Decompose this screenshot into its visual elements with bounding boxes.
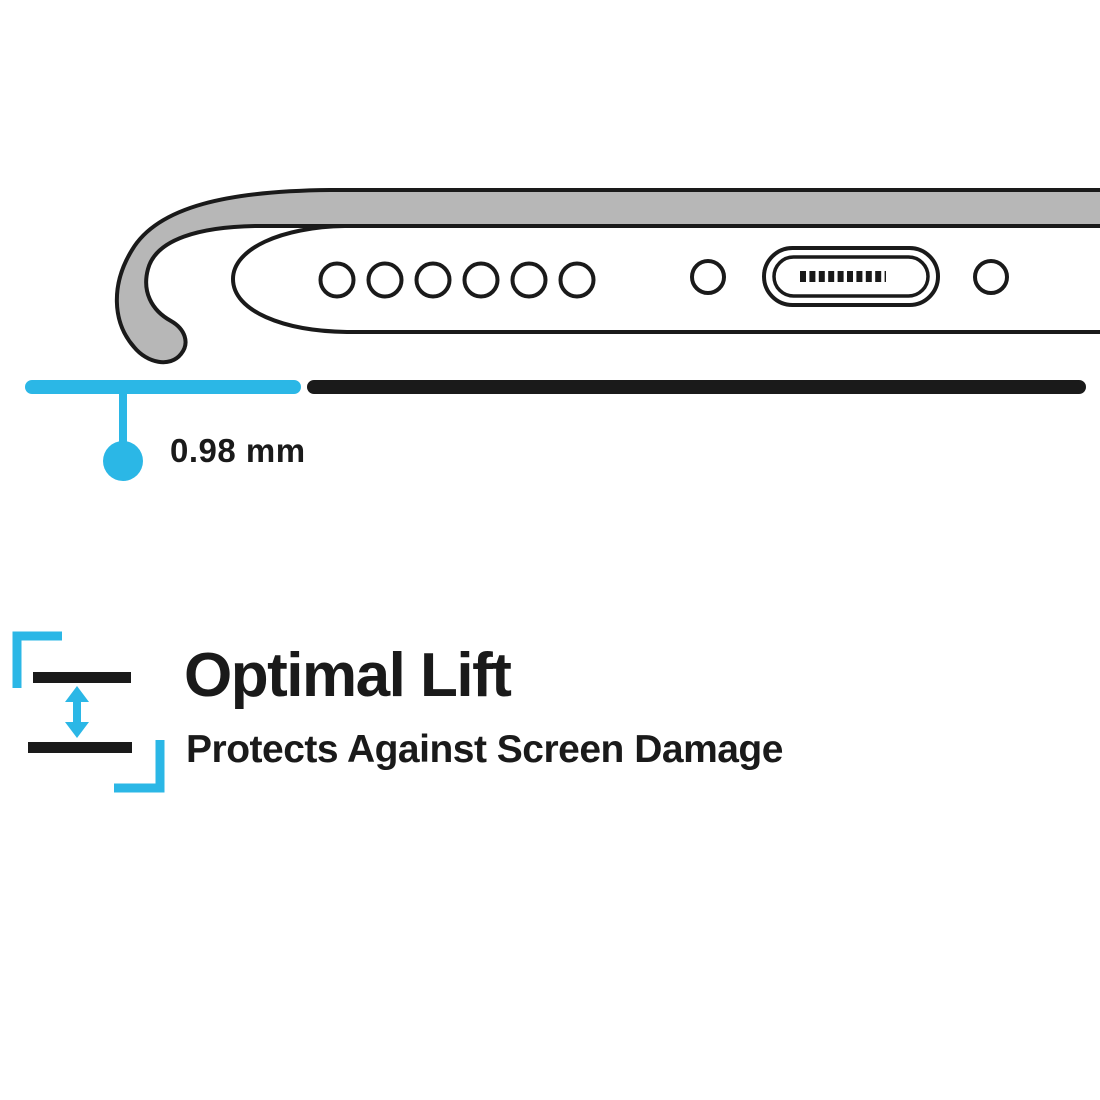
measurement-pointer-line [119, 393, 127, 445]
speaker-hole [462, 261, 500, 299]
speaker-hole [510, 261, 548, 299]
feature-subtitle: Protects Against Screen Damage [186, 728, 783, 771]
bracket-top-left [12, 631, 62, 688]
phone-edge-diagram [25, 188, 1100, 481]
screw-hole-right [973, 259, 1009, 295]
vertical-double-arrow [65, 686, 89, 738]
speaker-hole [558, 261, 596, 299]
feature-callout: Optimal Lift Protects Against Screen Dam… [0, 620, 1100, 820]
charging-port [762, 246, 940, 307]
measurement-pointer-dot [103, 441, 143, 481]
speaker-hole [366, 261, 404, 299]
lift-gap-double-arrow-icon [12, 631, 165, 793]
measurement-label: 0.98 mm [170, 432, 306, 469]
phone-body [231, 224, 1100, 334]
bracket-bottom-right [114, 740, 165, 793]
feature-title: Optimal Lift [184, 641, 512, 710]
arrow-shaft [73, 700, 81, 724]
arrow-head-down [65, 722, 89, 738]
screen-plane-bar [307, 380, 1086, 394]
upper-surface-line [33, 672, 131, 683]
lower-surface-line [28, 742, 132, 753]
arrow-head-up [65, 686, 89, 702]
speaker-holes [318, 261, 596, 299]
speaker-hole [318, 261, 356, 299]
screw-hole-left [690, 259, 726, 295]
lift-gap-bar-accent [25, 380, 301, 394]
speaker-hole [414, 261, 452, 299]
